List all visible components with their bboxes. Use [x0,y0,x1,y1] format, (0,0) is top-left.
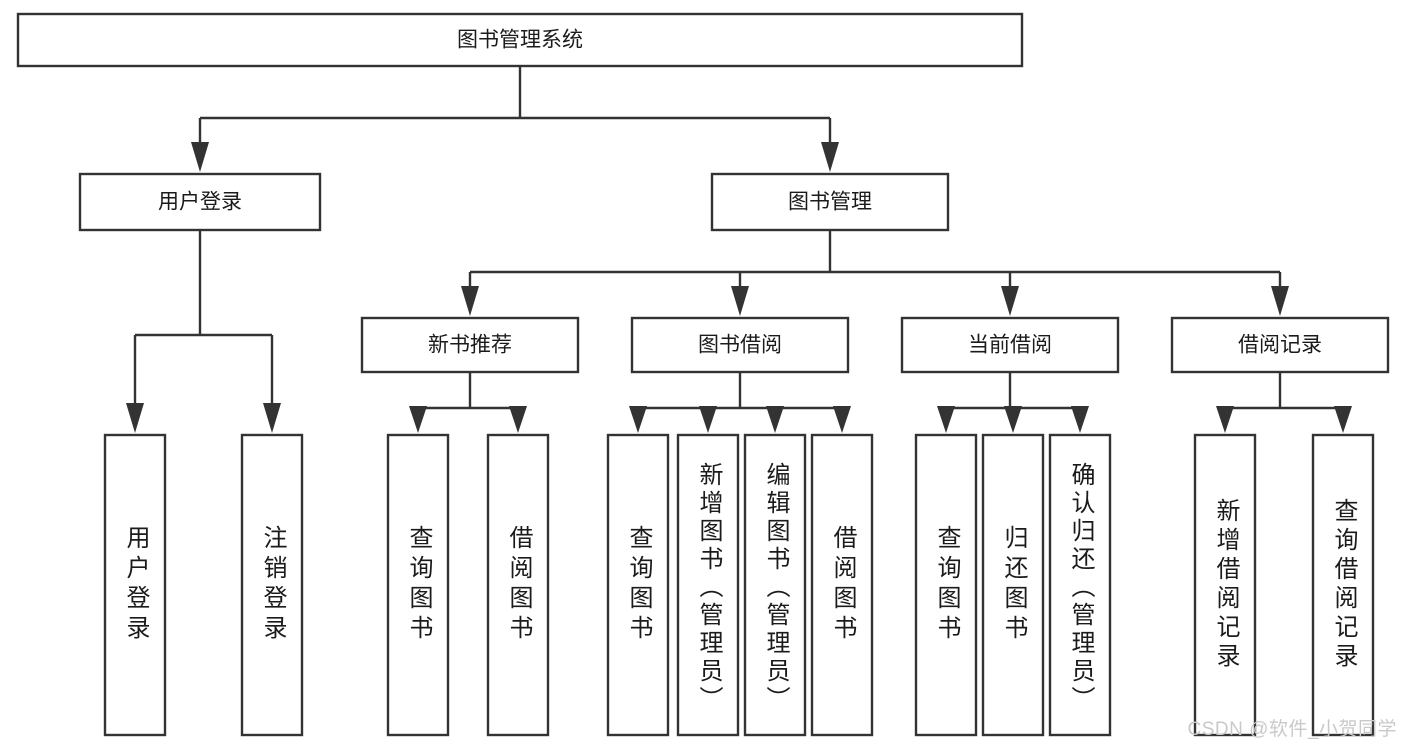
arrowhead-book-borrow [731,286,749,316]
node-book-manage-label: 图书管理 [788,191,872,214]
node-bb-query-book-box[interactable] [606,433,670,737]
arrowhead-user-logout [263,403,281,433]
arrowhead-nbr-query-book [409,406,427,433]
arrowhead-cb-query-book [937,406,955,433]
node-root-box[interactable] [16,12,1024,68]
node-new-book-recommend[interactable]: 新书推荐 [360,316,580,374]
arrowhead-user-login-do [126,403,144,433]
node-cb-return-book-box[interactable] [981,433,1045,737]
arrowhead-bb-edit-book [766,406,784,433]
arrowhead-cb-return-book [1004,406,1022,433]
node-new-book-recommend-box[interactable] [360,316,580,374]
arrowhead-current-borrow [1001,286,1019,316]
node-bb-edit-book-box[interactable] [743,433,807,737]
arrowhead-nbr-borrow-book [509,406,527,433]
node-current-borrow[interactable]: 当前借阅 [900,316,1120,374]
node-bb-add-book-box[interactable] [676,433,740,737]
node-current-borrow-box[interactable] [900,316,1120,374]
node-book-borrow-label: 图书借阅 [698,334,782,357]
arrowhead-bb-borrow-book [833,406,851,433]
node-borrow-record-box[interactable] [1170,316,1390,374]
node-root[interactable]: 图书管理系统 [16,12,1024,68]
node-br-query-record-box[interactable] [1311,433,1375,737]
arrowhead-br-add-record [1216,406,1234,433]
arrowhead-new-book-recommend [461,286,479,316]
connector-layer [126,66,1352,433]
node-cb-query-book-box[interactable] [914,433,978,737]
node-book-manage-box[interactable] [710,172,950,232]
node-user-login-label: 用户登录 [158,191,242,214]
node-user-login[interactable]: 用户登录 [78,172,322,232]
node-borrow-record-label: 借阅记录 [1238,334,1322,357]
node-user-login-box[interactable] [78,172,322,232]
node-book-borrow[interactable]: 图书借阅 [630,316,850,374]
node-user-logout-box[interactable] [240,433,304,737]
node-nbr-query-book-box[interactable] [386,433,450,737]
node-user-login-do-box[interactable] [103,433,167,737]
node-root-label: 图书管理系统 [457,29,583,52]
node-current-borrow-label: 当前借阅 [968,334,1052,357]
arrowhead-br-query-record [1334,406,1352,433]
node-borrow-record[interactable]: 借阅记录 [1170,316,1390,374]
node-new-book-recommend-label: 新书推荐 [428,334,512,357]
leaf-box-layer [103,433,1375,737]
node-book-borrow-box[interactable] [630,316,850,374]
arrowhead-book-manage [821,142,839,172]
arrowhead-borrow-record [1271,286,1289,316]
node-br-add-record-box[interactable] [1193,433,1257,737]
arrowhead-bb-add-book [699,406,717,433]
node-cb-confirm-return-box[interactable] [1048,433,1112,737]
arrowhead-bb-query-book [629,406,647,433]
arrowhead-user-login [191,142,209,172]
node-book-manage[interactable]: 图书管理 [710,172,950,232]
arrowhead-cb-confirm-return [1071,406,1089,433]
node-bb-borrow-book-box[interactable] [810,433,874,737]
node-nbr-borrow-book-box[interactable] [486,433,550,737]
csdn-watermark: CSDN @软件_小贺同学 [1187,719,1397,740]
